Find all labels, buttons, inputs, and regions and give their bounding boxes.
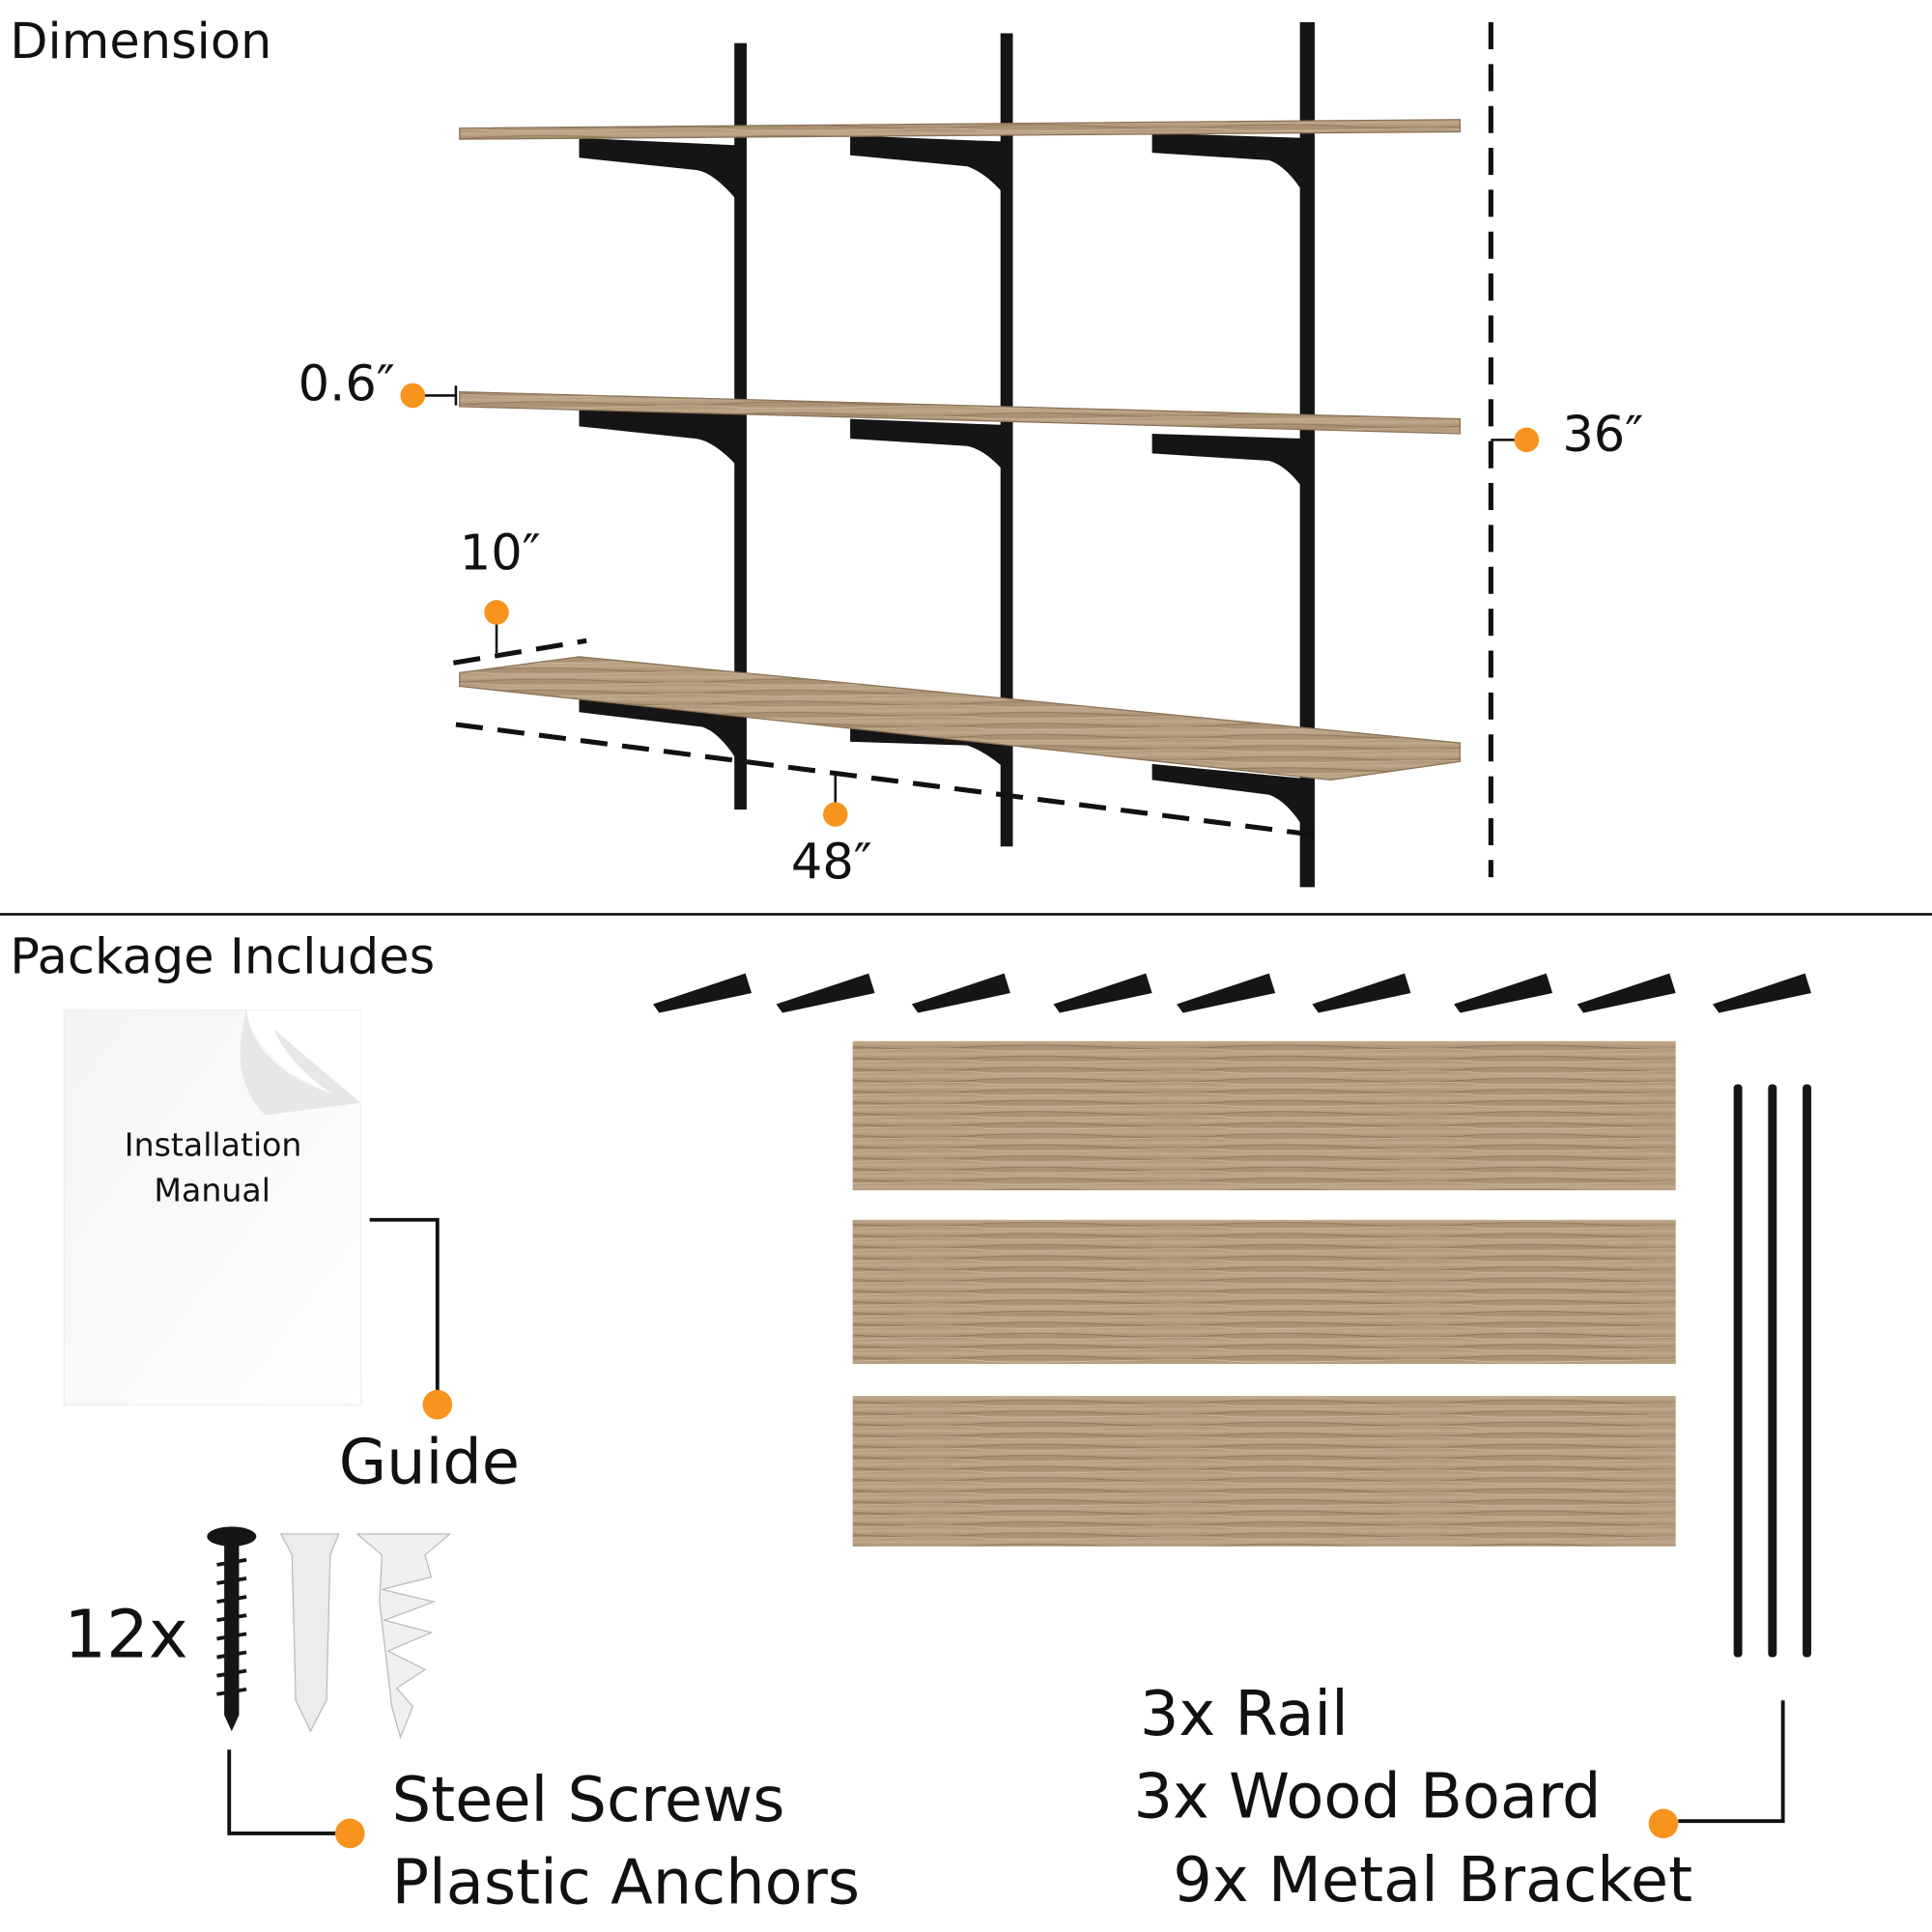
marker-dot <box>1648 1808 1679 1839</box>
shelf-assembly <box>459 21 1462 888</box>
manual-title-line2: Manual <box>154 1172 270 1209</box>
height-label: 36″ <box>1562 407 1643 464</box>
rail-left <box>734 43 747 810</box>
metal-brackets <box>653 973 1811 1013</box>
screws-connector <box>227 1749 335 1835</box>
rail <box>1768 1084 1777 1658</box>
bracket-icon <box>1712 973 1811 1013</box>
installation-manual: Installation Manual <box>63 1009 362 1406</box>
width-label: 48″ <box>791 834 872 891</box>
steel-screws-label: Steel Screws <box>392 1765 785 1836</box>
rail <box>1733 1084 1743 1658</box>
rail-label: 3x Rail <box>1140 1679 1349 1750</box>
wood-board-label: 3x Wood Board <box>1133 1761 1601 1833</box>
screw-icon <box>207 1526 257 1732</box>
bracket-icon <box>776 973 875 1013</box>
bracket-icon <box>653 973 753 1013</box>
shelf-bottom <box>459 656 1462 781</box>
wood-board <box>852 1396 1676 1547</box>
dimension-markers <box>400 383 1540 827</box>
marker-dot <box>1514 427 1540 453</box>
package-rails <box>1733 1084 1811 1658</box>
rails <box>734 21 1315 888</box>
marker-dot <box>400 383 426 409</box>
wood-shelves <box>459 119 1462 781</box>
guide-connector <box>369 1217 440 1406</box>
metal-bracket-label: 9x Metal Bracket <box>1173 1845 1692 1917</box>
bracket-icon <box>1312 973 1411 1013</box>
plastic-anchor-icon <box>279 1533 340 1733</box>
marker-dot <box>334 1818 365 1849</box>
screws-count: 12x <box>64 1597 187 1674</box>
marker-dot <box>422 1389 453 1420</box>
wood-boards <box>852 1040 1676 1547</box>
depth-label: 10″ <box>460 525 541 582</box>
manual-title-line1: Installation <box>125 1125 302 1163</box>
plastic-anchors-label: Plastic Anchors <box>392 1848 860 1919</box>
width-dashed-line <box>455 722 1320 838</box>
thickness-label: 0.6″ <box>298 356 395 413</box>
wood-board <box>852 1219 1676 1364</box>
drywall-anchor-icon <box>355 1533 452 1740</box>
hardware-connector <box>1678 1700 1785 1824</box>
shelf-middle <box>459 390 1462 435</box>
bracket-icon <box>911 973 1010 1013</box>
dimension-title: Dimension <box>10 14 271 71</box>
bracket-icon <box>1053 973 1152 1013</box>
marker-dot <box>484 600 509 625</box>
rail <box>1803 1084 1811 1658</box>
package-title: Package Includes <box>10 929 435 986</box>
page-curl-icon <box>240 1009 361 1116</box>
guide-label: Guide <box>339 1428 520 1499</box>
wood-board <box>852 1040 1676 1191</box>
shelf-top <box>459 119 1462 140</box>
marker-dot <box>823 802 848 827</box>
dimension-lines <box>418 21 1522 878</box>
bracket-icon <box>1577 973 1676 1013</box>
rail-right <box>1299 21 1315 888</box>
bracket-icon <box>1454 973 1553 1013</box>
bracket-icon <box>1177 973 1276 1013</box>
depth-dashed-line <box>452 638 587 666</box>
